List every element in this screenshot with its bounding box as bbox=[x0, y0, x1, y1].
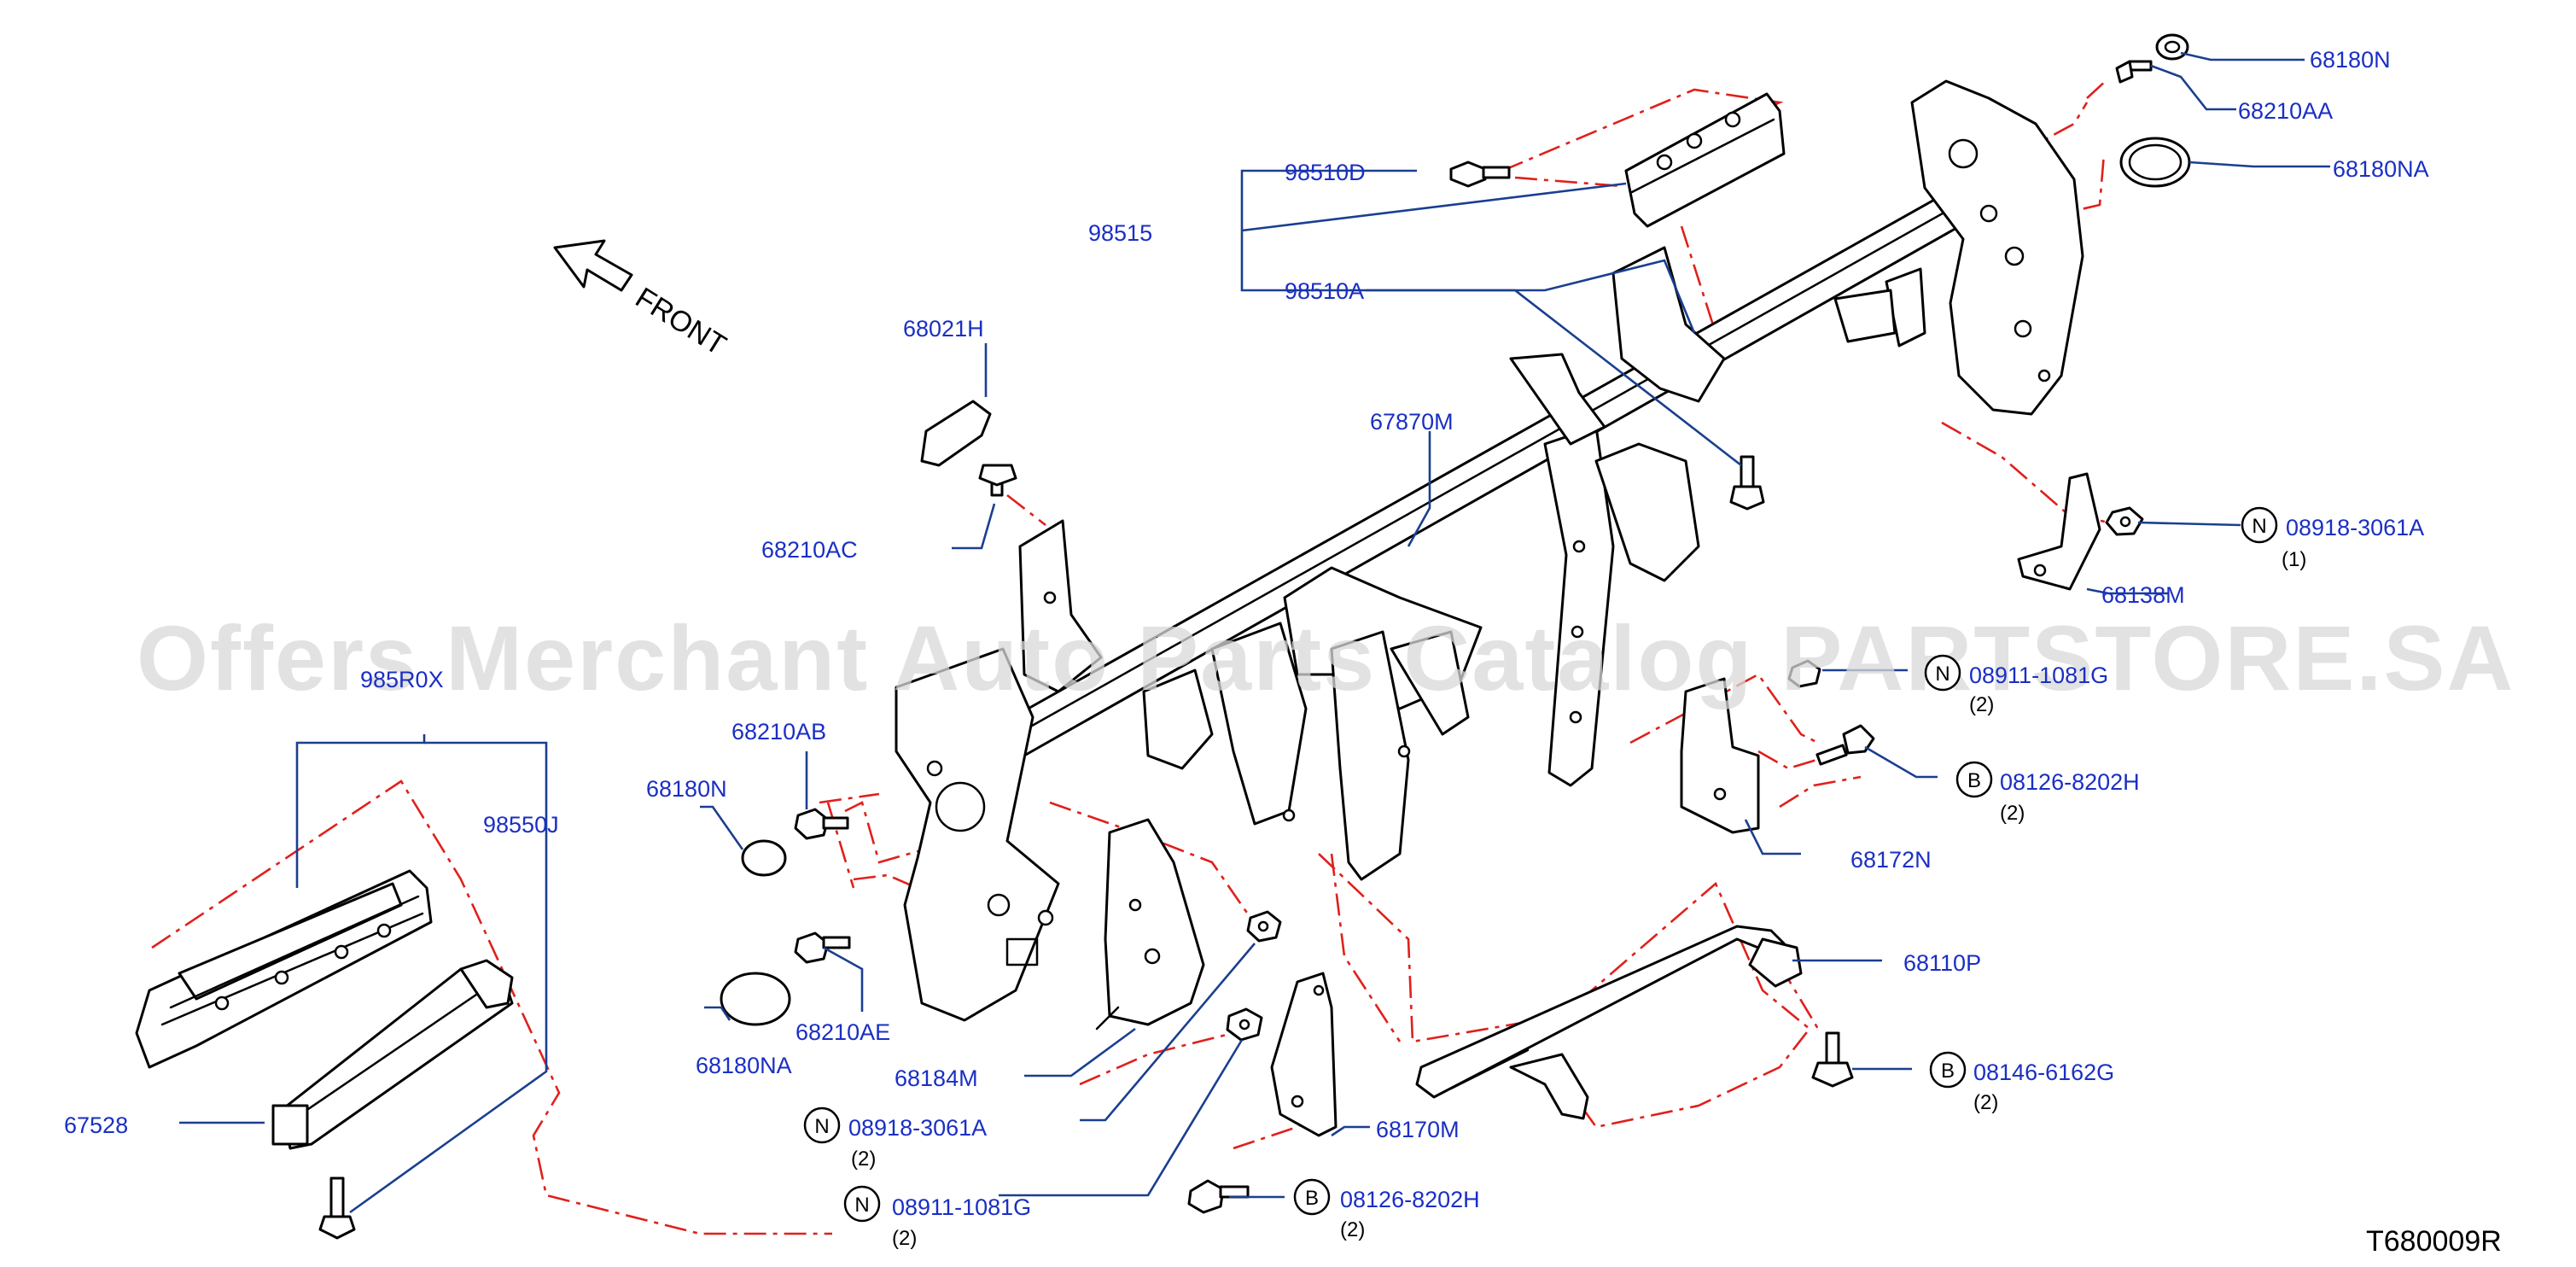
svg-text:08146-6162G: 08146-6162G bbox=[1973, 1060, 2114, 1085]
bracket-68184m bbox=[1095, 818, 1205, 1031]
label-985r0x[interactable]: 985R0X bbox=[360, 667, 444, 692]
leader-lines bbox=[179, 51, 2330, 1214]
knee-airbag-985r0x bbox=[135, 869, 514, 1150]
svg-text:(2): (2) bbox=[2000, 802, 2025, 825]
callout-n-08918-3061a-right[interactable]: N 08918-3061A (1) bbox=[2241, 506, 2424, 571]
bracket-68138m bbox=[2017, 472, 2101, 591]
svg-text:08918-3061A: 08918-3061A bbox=[848, 1115, 987, 1141]
label-68180n-left[interactable]: 68180N bbox=[646, 776, 727, 802]
grommet-68180n-top bbox=[2155, 33, 2189, 61]
callout-n-08911-1081g-left[interactable]: N 08911-1081G (2) bbox=[843, 1185, 1031, 1250]
svg-text:B: B bbox=[1967, 769, 1981, 792]
nut-08911-1081g-right bbox=[1787, 659, 1821, 688]
bolt-08126-8202h-bottom bbox=[1187, 1179, 1250, 1214]
nut-08918-3061a-left bbox=[1246, 910, 1282, 943]
label-68170m[interactable]: 68170M bbox=[1376, 1117, 1460, 1142]
label-98515[interactable]: 98515 bbox=[1088, 220, 1152, 246]
label-98550j[interactable]: 98550J bbox=[483, 812, 559, 838]
svg-text:08911-1081G: 08911-1081G bbox=[892, 1194, 1031, 1220]
callout-n-08911-1081g-right[interactable]: N 08911-1081G (2) bbox=[1924, 654, 2108, 716]
label-68210aa[interactable]: 68210AA bbox=[2238, 98, 2333, 124]
svg-text:08918-3061A: 08918-3061A bbox=[2286, 515, 2424, 540]
callout-b-08126-8202h-right[interactable]: B 08126-8202H (2) bbox=[1955, 761, 2140, 825]
watermark: Offers Merchant Auto Parts Catalog PARTS… bbox=[137, 606, 2515, 709]
svg-text:N: N bbox=[814, 1115, 829, 1138]
airbag-module-98515 bbox=[1624, 92, 1786, 228]
callout-b-08126-8202h-bottom[interactable]: B 08126-8202H (2) bbox=[1293, 1178, 1480, 1241]
svg-text:B: B bbox=[1305, 1187, 1319, 1210]
bracket-68170m bbox=[1270, 972, 1338, 1137]
svg-text:N: N bbox=[1935, 663, 1949, 686]
label-98510a[interactable]: 98510A bbox=[1285, 278, 1364, 304]
svg-text:08126-8202H: 08126-8202H bbox=[2000, 769, 2140, 795]
label-68210ae[interactable]: 68210AE bbox=[796, 1019, 890, 1045]
svg-text:B: B bbox=[1941, 1060, 1955, 1083]
bolt-68210ac bbox=[978, 464, 1017, 497]
label-68110p[interactable]: 68110P bbox=[1903, 950, 1981, 976]
bolt-08126-8202h-right bbox=[1815, 724, 1875, 766]
svg-text:(2): (2) bbox=[1969, 693, 1994, 716]
bar-68110p bbox=[1415, 925, 1803, 1120]
label-68021h[interactable]: 68021H bbox=[903, 316, 984, 342]
svg-text:(2): (2) bbox=[1340, 1218, 1365, 1241]
label-68180n[interactable]: 68180N bbox=[2310, 47, 2391, 73]
svg-text:(2): (2) bbox=[1973, 1091, 1998, 1114]
nut-08918-3061a-right bbox=[2105, 506, 2144, 536]
steering-member-67870m bbox=[895, 79, 2084, 1022]
label-68138m[interactable]: 68138M bbox=[2101, 582, 2185, 608]
bolt-68210ae bbox=[794, 931, 851, 964]
svg-text:08911-1081G: 08911-1081G bbox=[1969, 663, 2108, 688]
front-label: FRONT bbox=[630, 282, 731, 362]
label-68172n[interactable]: 68172N bbox=[1850, 847, 1932, 873]
label-68184m[interactable]: 68184M bbox=[895, 1066, 978, 1091]
bolt-98550j bbox=[318, 1176, 356, 1240]
grommet-68180n-left bbox=[741, 839, 787, 877]
callout-n-08918-3061a-left[interactable]: N 08918-3061A (2) bbox=[803, 1106, 987, 1171]
callout-b-08146-6162g[interactable]: B 08146-6162G (2) bbox=[1929, 1051, 2114, 1114]
label-68210ac[interactable]: 68210AC bbox=[761, 537, 858, 563]
label-68210ab[interactable]: 68210AB bbox=[731, 719, 826, 744]
bolt-68210ab bbox=[794, 808, 849, 840]
svg-text:N: N bbox=[2252, 515, 2266, 538]
svg-text:(2): (2) bbox=[892, 1227, 917, 1250]
bolt-98510a bbox=[1729, 455, 1765, 511]
bolt-68210aa bbox=[2115, 60, 2153, 84]
seal-68021h bbox=[920, 400, 992, 467]
label-68180na-left[interactable]: 68180NA bbox=[696, 1053, 792, 1078]
svg-text:N: N bbox=[854, 1194, 869, 1217]
front-arrow-icon bbox=[553, 239, 633, 292]
label-67528[interactable]: 67528 bbox=[64, 1112, 128, 1138]
label-68180na[interactable]: 68180NA bbox=[2333, 156, 2429, 182]
nut-08911-1081g-left bbox=[1226, 1007, 1263, 1042]
cap-68180na-left bbox=[720, 972, 791, 1026]
label-67870m[interactable]: 67870M bbox=[1370, 409, 1454, 435]
cap-68180na-top bbox=[2119, 137, 2191, 188]
svg-text:(2): (2) bbox=[851, 1147, 876, 1171]
phantom-lines bbox=[151, 78, 2109, 1235]
bolt-08146-6162g bbox=[1811, 1031, 1854, 1088]
diagram-code: T680009R bbox=[2366, 1225, 2502, 1258]
label-98510d[interactable]: 98510D bbox=[1285, 160, 1366, 185]
svg-text:08126-8202H: 08126-8202H bbox=[1340, 1187, 1480, 1212]
bolt-98510d bbox=[1449, 161, 1511, 188]
svg-text:(1): (1) bbox=[2282, 548, 2306, 571]
bracket-68172n bbox=[1680, 677, 1760, 834]
